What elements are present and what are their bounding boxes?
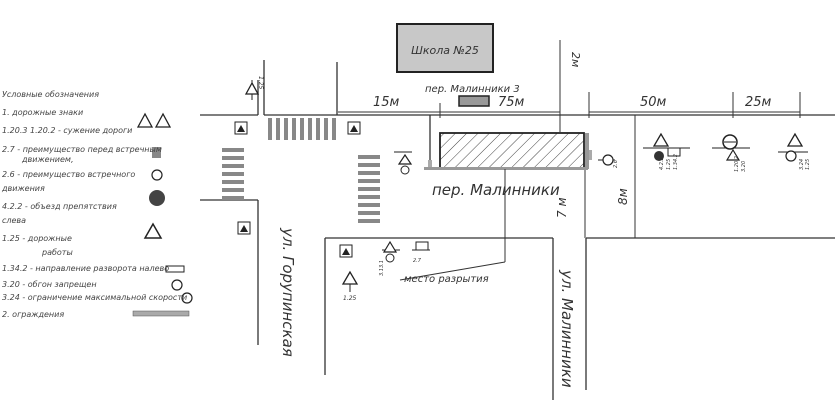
dim-75: 75м [498, 95, 525, 110]
pedestrian-sign-4 [339, 244, 353, 258]
pedestrian-sign-3 [237, 221, 251, 235]
dim-2: 2м [569, 52, 582, 67]
school-label: Школа №25 [411, 44, 479, 57]
legend-item-10: 1.34.2 - направление разворота налево [2, 264, 170, 273]
street-main-label: пер. Малинники [432, 181, 560, 199]
street-gorupinskaya: ул. Горупинская [279, 227, 297, 357]
legend-item-8: 1.25 - дорожные [2, 234, 72, 243]
sign-group-2: 1.20.2 3.20 [712, 134, 750, 172]
dim-8: 8м [616, 188, 630, 205]
legend-item-5: движения [2, 184, 45, 193]
dim-15: 15м [373, 95, 400, 110]
road-edges [200, 60, 835, 400]
legend-item-3: движением, [22, 155, 74, 164]
g1-code-2: 1.34.2 [673, 154, 679, 170]
g2-code-0: 1.20.2 [734, 156, 740, 172]
g2-code-1: 3.20 [741, 161, 747, 172]
g1-code-0: 4.2.2 [659, 157, 665, 170]
house-3 [458, 95, 490, 107]
dim-50: 50м [640, 95, 667, 110]
sign-group-crosswalk [394, 151, 413, 175]
legend-title: Условные обозначения [2, 90, 100, 99]
sign-26-code: 2.6 [613, 160, 619, 168]
legend-item-13: 2. ограждения [2, 310, 65, 319]
sign-group-lower: 3.13.1 2.7 1.25 [341, 240, 430, 302]
crosswalk-right [358, 155, 380, 223]
legend-item-12: 3.24 - ограничение максимальной скорости [2, 293, 188, 302]
sign-125-code-a: 1.25 [257, 76, 264, 90]
dig-area [428, 132, 592, 170]
legend-item-6: 4.2.2 - объезд препятствия [2, 202, 117, 211]
pedestrian-sign-2 [347, 121, 361, 135]
school-building: Школа №25 [396, 23, 494, 73]
g3-code-1: 1.25 [805, 159, 811, 170]
dimension-lines [338, 40, 801, 281]
address-label: пер. Малинники 3 [425, 84, 520, 95]
g3-code-0: 3.24 [799, 159, 805, 170]
legend-icons [132, 112, 193, 317]
fence-line [424, 133, 589, 170]
legend-item-9: работы [42, 248, 73, 257]
sign-27-code: 2.7 [413, 258, 422, 264]
dim-25: 25м [745, 95, 772, 110]
dig-site-label: место разрытия [404, 274, 489, 285]
legend-item-2: 2.7 - преимущество перед встречным [2, 145, 162, 154]
legend-item-4: 2.6 - преимущество встречного [2, 170, 136, 179]
legend-item-1: 1.20.3 1.20.2 - сужение дороги [2, 126, 133, 135]
street-malinniki: ул. Малинники [558, 269, 576, 388]
sign-group-1: 4.2.2 1.25 1.34.2 [643, 132, 690, 170]
legend-item-0: 1. дорожные знаки [2, 108, 84, 117]
sign-125-code-b: 1.25 [343, 295, 357, 302]
legend-item-11: 3.20 - обгон запрещен [2, 280, 97, 289]
sign-3131-code: 3.13.1 [379, 260, 385, 276]
sign-125-top: 1.25 [244, 76, 264, 100]
crosswalk-left [222, 148, 244, 200]
sign-group-3: 3.24 1.25 [778, 132, 811, 170]
legend-item-7: слева [2, 216, 27, 225]
g1-code-1: 1.25 [666, 159, 672, 170]
dim-7: 7 м [555, 197, 569, 218]
sign-26: 2.6 [598, 154, 619, 168]
pedestrian-sign-1 [234, 121, 248, 135]
crosswalk-top [268, 118, 336, 140]
